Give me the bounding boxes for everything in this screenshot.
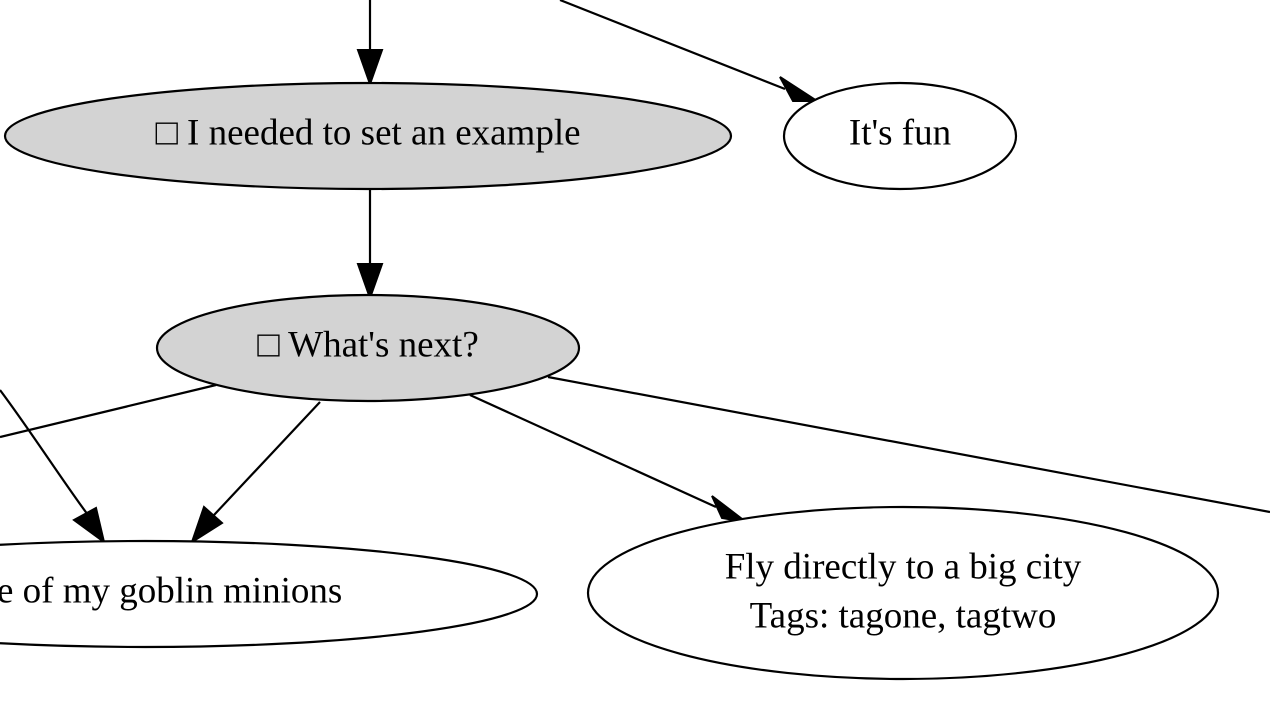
edge-next-to-left	[0, 383, 217, 439]
node-next[interactable]: □ What's next?	[155, 293, 581, 403]
arrowhead-fun	[779, 76, 821, 102]
edge-top-to-fun	[559, 0, 786, 91]
edge-next-to-right	[547, 375, 1270, 514]
node-fly-shape	[586, 505, 1220, 681]
arrowhead-next	[356, 263, 384, 302]
node-fun-label: It's fun	[849, 112, 951, 153]
arrowhead-goblin-a	[72, 506, 106, 545]
arrowhead-example	[356, 49, 384, 88]
node-example[interactable]: □ I needed to set an example	[3, 81, 733, 191]
node-fly[interactable]: Fly directly to a big city Tags: tagone,…	[586, 505, 1220, 681]
node-fun-shape	[782, 81, 1018, 191]
node-goblin[interactable]: one of my goblin minions	[0, 539, 538, 649]
arrowhead-fly	[711, 495, 747, 523]
arrowhead-goblin-b	[190, 505, 224, 545]
edge-left-to-goblin	[0, 389, 89, 516]
edges	[0, 0, 1270, 545]
node-example-shape	[3, 81, 733, 191]
node-fly-label-line1: Fly directly to a big city	[725, 546, 1082, 587]
node-fun[interactable]: It's fun	[782, 81, 1018, 191]
node-next-shape	[155, 293, 581, 403]
node-fly-label-line2: Tags: tagone, tagtwo	[750, 595, 1057, 636]
node-goblin-shape	[0, 539, 538, 649]
node-example-label: □ I needed to set an example	[155, 112, 580, 153]
edge-next-to-goblin	[213, 401, 321, 516]
node-goblin-label: one of my goblin minions	[0, 570, 342, 611]
node-next-label: □ What's next?	[257, 324, 479, 365]
edge-next-to-fly	[469, 393, 717, 509]
